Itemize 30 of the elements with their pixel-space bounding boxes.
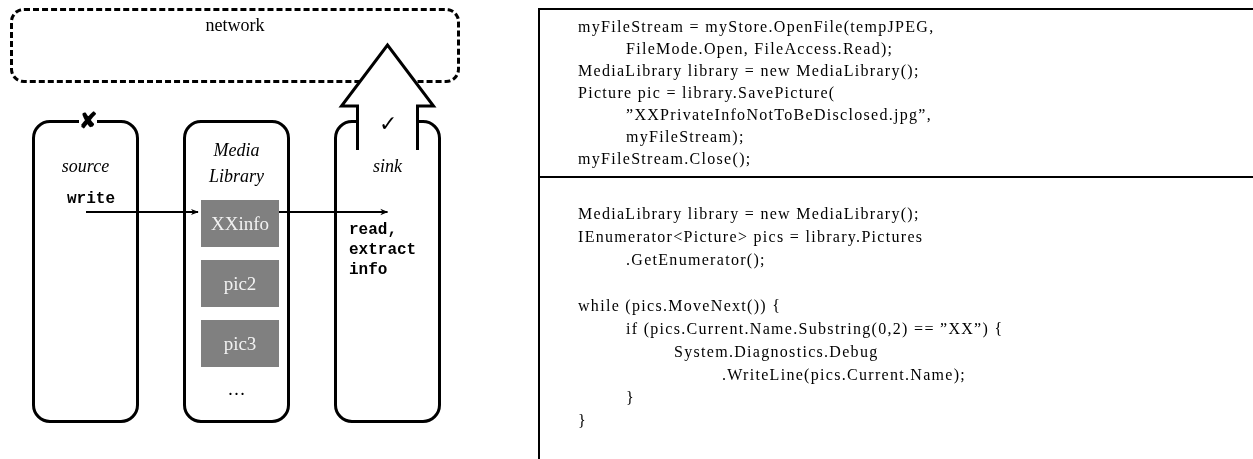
- rounded-box: [183, 120, 290, 423]
- code-line: }: [626, 389, 635, 407]
- ellipsis: …: [226, 379, 247, 400]
- code-line: FileMode.Open, FileAccess.Read);: [626, 40, 894, 58]
- arrow: [85, 208, 199, 216]
- code-panel: [538, 8, 1253, 178]
- picture-tile: pic3: [201, 320, 279, 367]
- code-line: .WriteLine(pics.Current.Name);: [722, 366, 967, 384]
- box-title: Media Library: [208, 139, 265, 188]
- edge-label: ✓: [379, 111, 397, 137]
- code-line: while (pics.MoveNext()) {: [578, 297, 782, 315]
- code-line: }: [578, 412, 587, 430]
- code-line: myFileStream);: [626, 128, 745, 146]
- code-line: System.Diagnostics.Debug: [674, 343, 879, 361]
- code-line: ”XXPrivateInfoNotToBeDisclosed.jpg”,: [626, 106, 933, 124]
- dashed-rounded-box: [10, 8, 460, 83]
- code-line: myFileStream.Close();: [578, 150, 752, 168]
- block-arrow: [338, 42, 437, 152]
- picture-tile: XXinfo: [201, 200, 279, 247]
- code-line: myFileStream = myStore.OpenFile(tempJPEG,: [578, 18, 935, 36]
- code-line: if (pics.Current.Name.Substring(0,2) == ”XX”) {: [626, 320, 1004, 338]
- code-line: IEnumerator<Picture> pics = library.Pictures: [578, 228, 924, 246]
- code-line: MediaLibrary library = new MediaLibrary();: [578, 205, 920, 223]
- code-line: Picture pic = library.SavePicture(: [578, 84, 836, 102]
- box-title: sink: [372, 155, 403, 178]
- box-title: network: [204, 15, 266, 36]
- code-line: MediaLibrary library = new MediaLibrary();: [578, 62, 920, 80]
- code-line: .GetEnumerator();: [626, 251, 766, 269]
- picture-tile: pic2: [201, 260, 279, 307]
- box-title: source: [60, 155, 111, 178]
